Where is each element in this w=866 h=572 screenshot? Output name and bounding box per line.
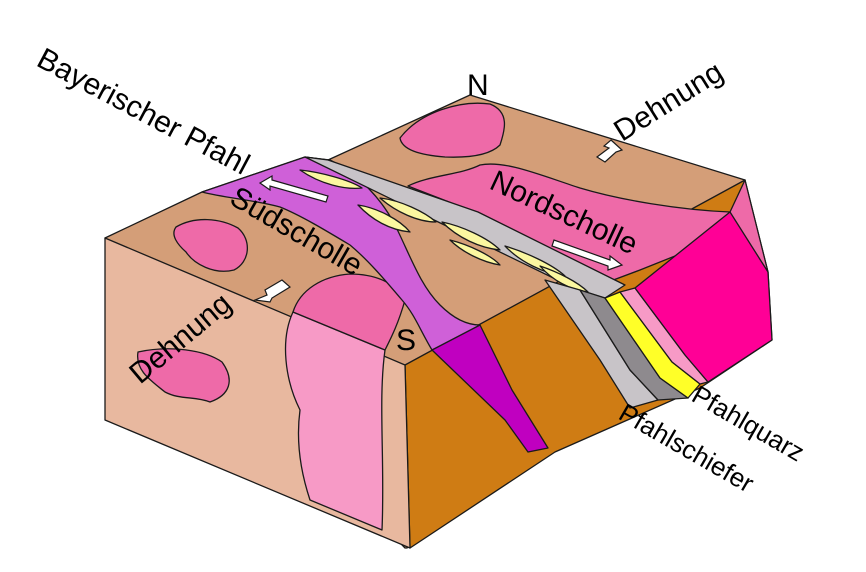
quartz-lens-2 bbox=[379, 197, 437, 223]
top-granite-south bbox=[173, 218, 248, 272]
label-north: N bbox=[467, 69, 489, 102]
arrow-dehnung-south-icon bbox=[252, 279, 292, 303]
quartz-lens-3 bbox=[357, 204, 411, 233]
violet-band-side bbox=[431, 324, 549, 453]
front-intrusion bbox=[284, 311, 386, 531]
label-dehnung-north: Dehnung bbox=[608, 55, 729, 148]
front-granite bbox=[137, 348, 230, 403]
quartz-lens-5 bbox=[449, 239, 501, 266]
label-bayerischer-pfahl: Bayerischer Pfahl bbox=[32, 42, 255, 182]
quartz-lens-4 bbox=[441, 221, 501, 251]
arrow-suedscholle-icon bbox=[258, 174, 329, 203]
label-south: S bbox=[396, 324, 416, 357]
arrow-dehnung-north-icon bbox=[595, 139, 624, 163]
quartz-lens-1 bbox=[299, 169, 363, 190]
top-granite-north bbox=[399, 102, 506, 158]
magenta-side bbox=[634, 211, 773, 383]
arrow-nordscholle-icon bbox=[551, 239, 624, 271]
